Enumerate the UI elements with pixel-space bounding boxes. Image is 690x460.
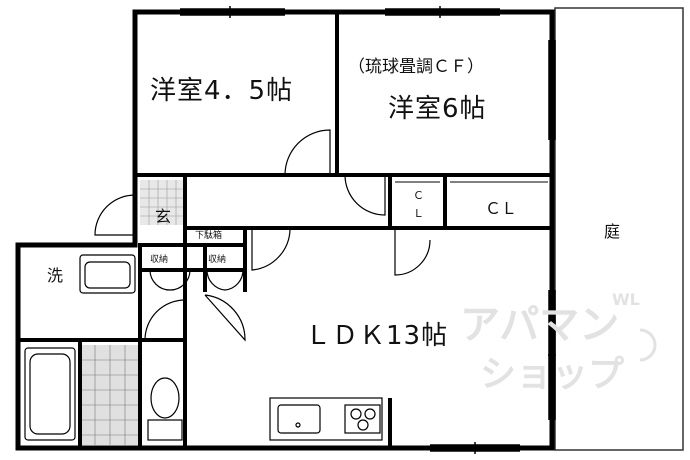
western-room-2-label: 洋室6帖 (388, 94, 487, 124)
interior-walls (16, 10, 554, 450)
bathtub (24, 347, 76, 441)
watermark-line-1: アパマン (460, 302, 620, 348)
windows (180, 6, 556, 454)
closet-small-label-top: Ｃ (413, 189, 424, 202)
closet-large-label: ＣＬ (485, 199, 518, 218)
toilet (147, 377, 183, 441)
western-room-1-label: 洋室4．5帖 (150, 76, 294, 106)
entrance-floor (140, 180, 185, 225)
storage-2-label: 収納 (208, 255, 227, 265)
garden-label: 庭 (604, 222, 621, 241)
garden-area (554, 7, 684, 451)
shoe-box-label: 下駄箱 (195, 231, 223, 241)
entrance-label: 玄 (155, 207, 172, 226)
watermark-mark: WL (612, 290, 640, 309)
storage-1-label: 収納 (150, 255, 169, 265)
outer-walls (15, 9, 555, 451)
closet-small-label-bottom: Ｌ (413, 207, 424, 220)
western-room-2-note-label: （琉球畳調ＣＦ） (348, 57, 484, 77)
entrance-tile-grid (140, 180, 185, 225)
kitchen-sink (269, 397, 383, 441)
watermark-line-2: ショップ (480, 354, 625, 395)
washbasin (79, 254, 136, 294)
watermark-logo (639, 328, 657, 362)
door-swings (94, 129, 431, 342)
stove-icon (344, 404, 381, 434)
bath-tile-grid (80, 345, 140, 445)
washroom-label: 洗 (47, 266, 64, 285)
ldk-label: ＬＤＫ13帖 (305, 321, 449, 351)
